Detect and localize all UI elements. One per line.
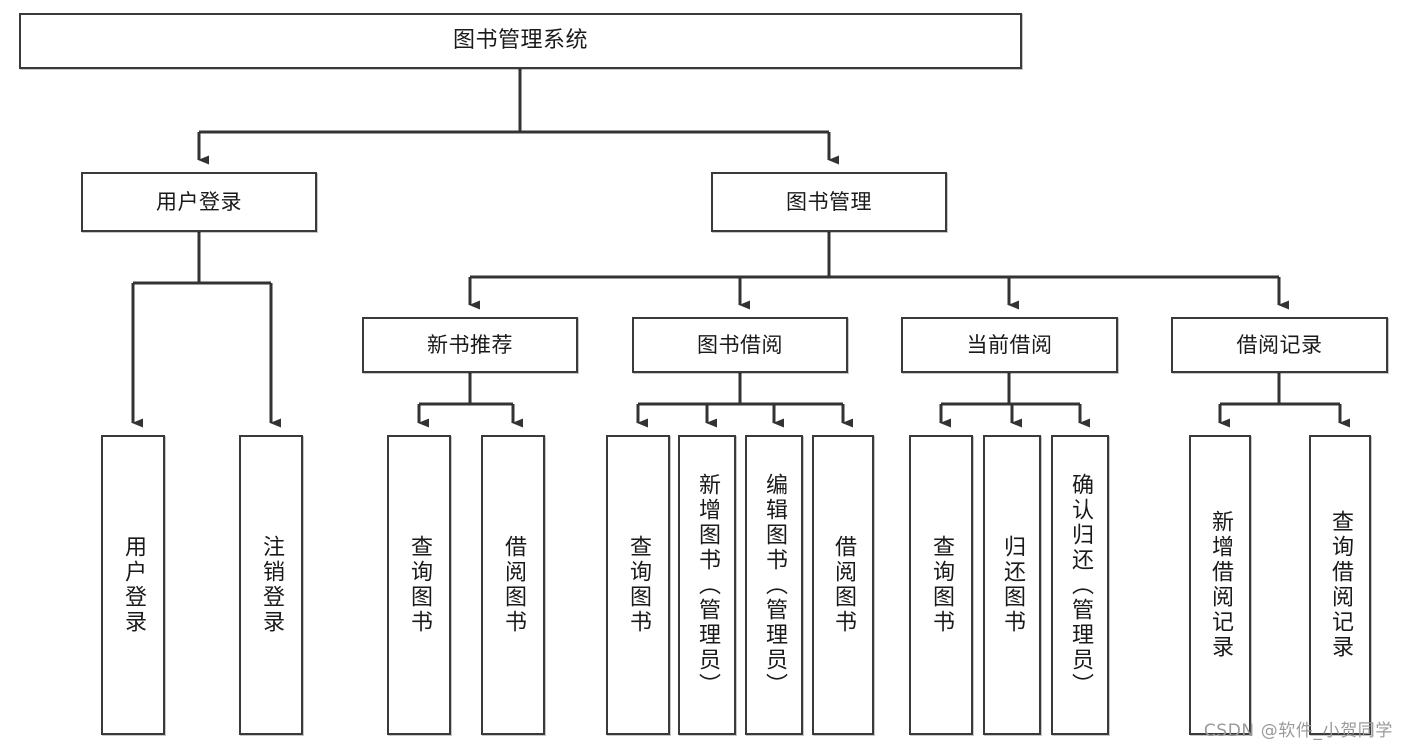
node-leaf-8-label: 查询图书 — [929, 535, 954, 635]
node-level3-2-label: 当前借阅 — [966, 332, 1053, 357]
node-leaf-0[interactable]: 用户登录 — [101, 435, 165, 735]
node-leaf-7-label: 借阅图书 — [831, 535, 856, 635]
node-leaf-12-label: 查询借阅记录 — [1328, 510, 1353, 660]
node-leaf-10[interactable]: 确认归还（管理员） — [1051, 435, 1109, 735]
node-root-system-label: 图书管理系统 — [452, 27, 588, 53]
node-level3-1[interactable]: 图书借阅 — [632, 317, 848, 373]
node-leaf-9[interactable]: 归还图书 — [983, 435, 1041, 735]
node-level2-0[interactable]: 用户登录 — [81, 172, 317, 232]
node-level3-3-label: 借阅记录 — [1236, 332, 1323, 357]
node-leaf-4[interactable]: 查询图书 — [606, 435, 670, 735]
node-leaf-6-label: 编辑图书（管理员） — [762, 472, 787, 698]
csdn-watermark: CSDN @软件_小贺同学 — [1203, 721, 1393, 741]
node-leaf-7[interactable]: 借阅图书 — [812, 435, 874, 735]
node-level3-0[interactable]: 新书推荐 — [362, 317, 578, 373]
node-leaf-10-label: 确认归还（管理员） — [1068, 472, 1093, 698]
node-leaf-0-label: 用户登录 — [121, 535, 146, 635]
node-leaf-12[interactable]: 查询借阅记录 — [1309, 435, 1371, 735]
node-leaf-9-label: 归还图书 — [1000, 535, 1025, 635]
node-leaf-1-label: 注销登录 — [259, 535, 284, 635]
node-leaf-2[interactable]: 查询图书 — [387, 435, 451, 735]
node-leaf-5[interactable]: 新增图书（管理员） — [678, 435, 736, 735]
node-level3-2[interactable]: 当前借阅 — [901, 317, 1118, 373]
node-leaf-11[interactable]: 新增借阅记录 — [1189, 435, 1251, 735]
node-root-system[interactable]: 图书管理系统 — [19, 13, 1022, 69]
node-leaf-3-label: 借阅图书 — [501, 535, 526, 635]
node-level2-0-label: 用户登录 — [156, 189, 242, 214]
node-leaf-3[interactable]: 借阅图书 — [481, 435, 545, 735]
node-leaf-11-label: 新增借阅记录 — [1208, 510, 1233, 660]
node-level2-1[interactable]: 图书管理 — [711, 172, 947, 232]
node-leaf-5-label: 新增图书（管理员） — [695, 472, 720, 698]
node-leaf-8[interactable]: 查询图书 — [909, 435, 973, 735]
node-leaf-4-label: 查询图书 — [626, 535, 651, 635]
node-leaf-6[interactable]: 编辑图书（管理员） — [745, 435, 803, 735]
node-level2-1-label: 图书管理 — [786, 189, 872, 214]
node-level3-3[interactable]: 借阅记录 — [1171, 317, 1388, 373]
node-level3-1-label: 图书借阅 — [697, 332, 783, 357]
node-leaf-1[interactable]: 注销登录 — [239, 435, 303, 735]
node-leaf-2-label: 查询图书 — [407, 535, 432, 635]
node-level3-0-label: 新书推荐 — [427, 332, 513, 357]
